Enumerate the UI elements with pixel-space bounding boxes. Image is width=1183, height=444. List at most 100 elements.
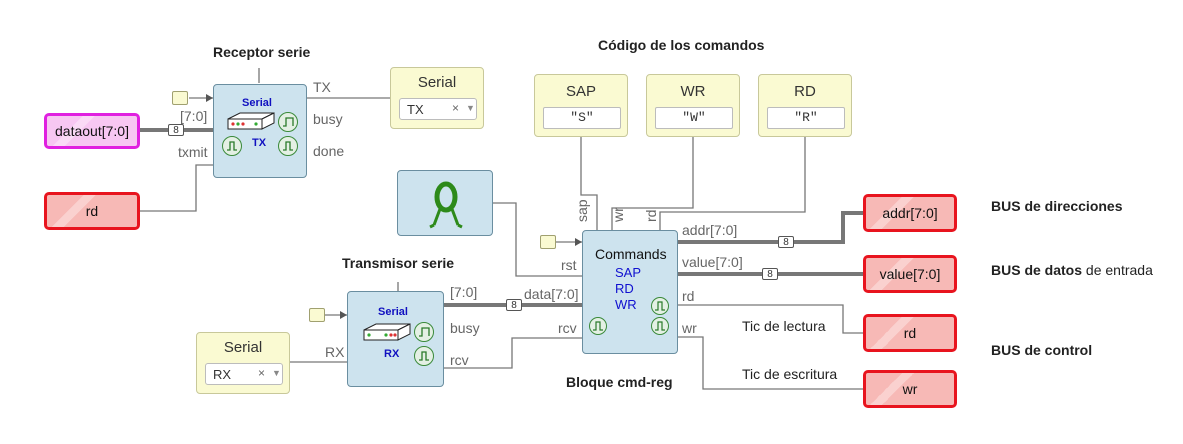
- pulse-icon: [278, 136, 298, 156]
- tx-port-busy: busy: [313, 111, 343, 127]
- commands-title: Commands: [595, 246, 667, 262]
- step-icon: [278, 112, 298, 132]
- clock-input-tx[interactable]: [172, 91, 188, 105]
- note-tic-escritura: Tic de escritura: [742, 366, 838, 382]
- constant-rd: RD "R": [758, 74, 852, 137]
- title-receptor: Receptor serie: [213, 44, 311, 60]
- wire-rd-const: [659, 137, 806, 230]
- cmd-port-out-wr: wr: [682, 320, 697, 336]
- tx-port-done: done: [313, 143, 345, 159]
- cmd-port-out-rd: rd: [682, 288, 695, 304]
- bus-width-badge-value: 8: [762, 268, 778, 280]
- wire-out-wr: [678, 336, 863, 390]
- serial-rx-select-value: RX: [213, 367, 232, 382]
- commands-line-wr: WR: [615, 297, 637, 312]
- serial-rx-name: Serial: [378, 306, 408, 318]
- constant-sap: SAP "S": [534, 74, 628, 137]
- serial-tx-select-box: Serial TX × ▼: [390, 67, 484, 129]
- constant-wr: WR "W": [646, 74, 740, 137]
- bus-addr: [678, 211, 863, 244]
- pulse-icon: [414, 346, 434, 366]
- cmd-port-rcv: rcv: [558, 320, 577, 336]
- clear-icon[interactable]: ×: [258, 366, 266, 380]
- cmd-port-sap: sap: [574, 199, 590, 222]
- constant-rd-label: RD: [794, 83, 816, 100]
- serial-tx-name: Serial: [242, 97, 272, 109]
- arrow-rx-clk: [340, 311, 347, 319]
- output-addr[interactable]: addr[7:0]: [863, 194, 957, 232]
- input-dataout[interactable]: dataout[7:0]: [44, 113, 140, 149]
- constant-sap-label: SAP: [565, 83, 596, 100]
- output-wr-label: wr: [902, 381, 918, 397]
- tx-port-bus: [7:0]: [180, 108, 208, 124]
- note-tic-lectura: Tic de lectura: [742, 318, 826, 334]
- constant-wr-value[interactable]: "W": [655, 107, 733, 129]
- commands-line-rd: RD: [615, 281, 634, 296]
- cmd-port-wr: wr: [610, 207, 626, 222]
- wire-wr: [611, 137, 694, 230]
- reset-button-icon: [429, 181, 463, 229]
- pulse-icon: [589, 317, 607, 335]
- chevron-down-icon[interactable]: ▼: [272, 368, 281, 378]
- bus-width-badge-addr: 8: [778, 236, 794, 248]
- arrow-tx-clk: [206, 94, 213, 102]
- title-bloque: Bloque cmd-reg: [566, 374, 673, 390]
- note-bus-direcciones: BUS de direcciones: [991, 198, 1123, 214]
- rx-port-bus: [7:0]: [450, 284, 478, 300]
- wire-rst: [493, 202, 582, 277]
- cmd-port-rst: rst: [561, 257, 577, 273]
- input-rd[interactable]: rd: [44, 192, 140, 230]
- output-rd[interactable]: rd: [863, 314, 957, 352]
- tx-port-tx: TX: [313, 79, 331, 95]
- cmd-port-value: value[7:0]: [682, 254, 743, 270]
- cmd-port-addr: addr[7:0]: [682, 222, 738, 238]
- rx-port-rx: RX: [325, 344, 345, 360]
- commands-block[interactable]: Commands SAP RD WR: [582, 230, 678, 354]
- wire-out-rd: [678, 304, 863, 334]
- wire-rd-txmit: [140, 164, 213, 212]
- rx-port-rcv: rcv: [450, 352, 469, 368]
- arrow-cmd-clk: [575, 238, 582, 246]
- serial-rx-port-select[interactable]: RX × ▼: [205, 363, 283, 385]
- serial-rx-select-box: Serial RX × ▼: [196, 332, 290, 394]
- bus-width-badge-tx: 8: [168, 124, 184, 136]
- output-wr[interactable]: wr: [863, 370, 957, 408]
- pulse-icon: [651, 297, 669, 315]
- serial-rx-sub: RX: [384, 348, 400, 360]
- note-bus-datos-rest: de entrada: [1082, 262, 1153, 278]
- pulse-icon: [222, 136, 242, 156]
- commands-line-sap: SAP: [615, 265, 642, 280]
- serial-tx-select-label: Serial: [417, 74, 457, 91]
- serial-rx-select-label: Serial: [223, 339, 263, 356]
- output-addr-label: addr[7:0]: [882, 205, 938, 221]
- cmd-port-data: data[7:0]: [524, 286, 579, 302]
- serial-tx-block[interactable]: Serial TX: [213, 84, 307, 178]
- input-dataout-label: dataout[7:0]: [55, 123, 129, 139]
- tx-port-txmit: txmit: [178, 144, 208, 160]
- serial-device-icon: [363, 323, 411, 341]
- title-codigo: Código de los comandos: [598, 37, 765, 53]
- serial-tx-port-select[interactable]: TX × ▼: [399, 98, 477, 120]
- note-bus-datos-bold: BUS de datos: [991, 262, 1083, 278]
- note-bus-datos: BUS de datos de entrada: [991, 262, 1153, 278]
- step-icon: [414, 322, 434, 342]
- constant-sap-value[interactable]: "S": [543, 107, 621, 129]
- input-rd-label: rd: [85, 203, 99, 219]
- clear-icon[interactable]: ×: [452, 101, 460, 115]
- cmd-port-rd: rd: [643, 209, 659, 222]
- clock-input-rx[interactable]: [309, 308, 325, 322]
- serial-tx-sub: TX: [252, 137, 267, 149]
- output-value[interactable]: value[7:0]: [863, 255, 957, 293]
- reset-icon-block[interactable]: [397, 170, 493, 236]
- pulse-icon: [651, 317, 669, 335]
- clock-input-cmd[interactable]: [540, 235, 556, 249]
- constant-rd-value[interactable]: "R": [767, 107, 845, 129]
- constant-wr-label: WR: [680, 83, 706, 100]
- title-transmisor: Transmisor serie: [342, 255, 455, 271]
- output-rd-label: rd: [903, 325, 917, 341]
- rx-port-busy: busy: [450, 320, 480, 336]
- serial-rx-block[interactable]: Serial RX: [347, 291, 444, 387]
- output-value-label: value[7:0]: [879, 266, 941, 282]
- serial-device-icon: [227, 112, 275, 130]
- chevron-down-icon[interactable]: ▼: [466, 103, 475, 113]
